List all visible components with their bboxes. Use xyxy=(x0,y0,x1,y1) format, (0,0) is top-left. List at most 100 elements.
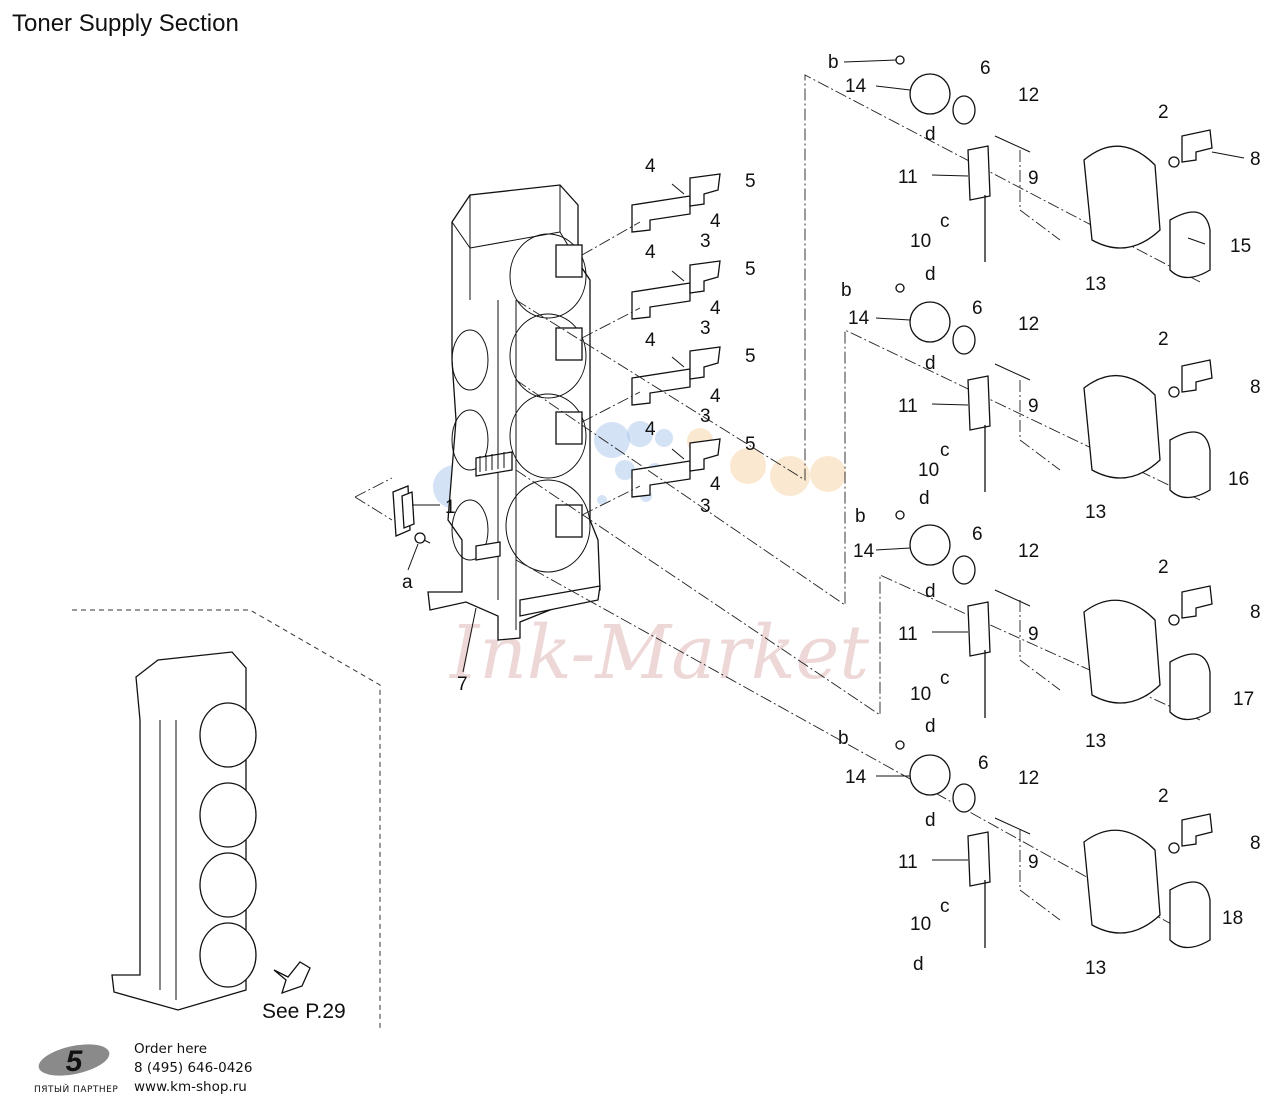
callout-8-4: 8 xyxy=(1250,833,1261,854)
callout-11-2: 11 xyxy=(898,396,918,417)
callout-16: 16 xyxy=(1228,469,1249,490)
callout-7: 7 xyxy=(457,674,468,695)
callout-5-set1: 5 xyxy=(745,171,756,192)
see-page-reference: See P.29 xyxy=(262,1000,346,1023)
logo-glyph: 5 xyxy=(66,1045,84,1078)
page-title: Toner Supply Section xyxy=(12,10,239,37)
callout-10-3: 10 xyxy=(910,684,931,705)
callout-17: 17 xyxy=(1233,689,1254,710)
callout-c-4: c xyxy=(940,896,950,917)
callout-c-3: c xyxy=(940,668,950,689)
phone-number[interactable]: 8 (495) 646-0426 xyxy=(134,1060,253,1076)
callout-11-1: 11 xyxy=(898,167,918,188)
callout-10-4: 10 xyxy=(910,914,931,935)
callout-4-set2: 4 xyxy=(710,298,721,319)
callout-15: 15 xyxy=(1230,236,1251,257)
callout-c-2: c xyxy=(940,440,950,461)
clip-set-3 xyxy=(631,346,721,406)
callout-6-2: 6 xyxy=(972,298,983,319)
callout-13-1: 13 xyxy=(1085,274,1106,295)
callout-5-set2: 5 xyxy=(745,259,756,280)
callout-9-1: 9 xyxy=(1028,168,1039,189)
callout-14-2: 14 xyxy=(848,308,870,329)
callout-d-1b: d xyxy=(925,264,936,285)
callout-9-3: 9 xyxy=(1028,624,1039,645)
callout-c-1: c xyxy=(940,211,950,232)
callout-4-set1-top: 4 xyxy=(645,156,656,177)
toner-drive-assembly-2 xyxy=(895,283,1213,499)
callout-12-4: 12 xyxy=(1018,768,1039,789)
screw-a xyxy=(414,532,431,544)
leader-lines xyxy=(407,59,1245,861)
callout-4-set2-top: 4 xyxy=(645,242,656,263)
callout-3-set1: 3 xyxy=(700,231,711,252)
callout-14-1: 14 xyxy=(845,76,867,97)
callout-2-3: 2 xyxy=(1158,557,1169,578)
callout-8-2: 8 xyxy=(1250,377,1261,398)
callout-11-4: 11 xyxy=(898,852,918,873)
callout-9-2: 9 xyxy=(1028,396,1039,417)
callout-d-3b: d xyxy=(925,716,936,737)
callout-1: 1 xyxy=(445,497,456,518)
callout-4-set1: 4 xyxy=(710,211,721,232)
footer-tagline: ПЯТЫЙ ПАРТНЕР xyxy=(34,1085,119,1095)
footer-contact: 5 ПЯТЫЙ ПАРТНЕР Order here 8 (495) 646-0… xyxy=(34,1038,274,1102)
callout-d-4b: d xyxy=(913,954,924,975)
callout-8-1: 8 xyxy=(1250,149,1261,170)
callout-6-4: 6 xyxy=(978,753,989,774)
callout-d-3a: d xyxy=(925,581,936,602)
callout-14-3: 14 xyxy=(853,541,875,562)
callout-18: 18 xyxy=(1222,908,1243,929)
callout-4-set4: 4 xyxy=(710,474,721,495)
callout-12-2: 12 xyxy=(1018,314,1039,335)
toner-drive-assembly-3 xyxy=(895,510,1213,721)
callout-9-4: 9 xyxy=(1028,852,1039,873)
clip-set-1 xyxy=(631,173,721,233)
callout-4-set3: 4 xyxy=(710,386,721,407)
callout-a: a xyxy=(402,572,413,593)
toner-drive-assembly-1 xyxy=(895,55,1213,279)
footer-text: Order here 8 (495) 646-0426 www.km-shop.… xyxy=(134,1040,252,1097)
callout-b-1: b xyxy=(828,52,839,73)
callout-10-1: 10 xyxy=(910,231,931,252)
callout-d-2a: d xyxy=(925,353,936,374)
callout-8-3: 8 xyxy=(1250,602,1261,623)
callout-13-4: 13 xyxy=(1085,958,1106,979)
part-1-bracket xyxy=(392,485,440,537)
callout-13-2: 13 xyxy=(1085,502,1106,523)
clip-set-2 xyxy=(631,260,721,320)
callout-10-2: 10 xyxy=(918,460,939,481)
callout-3-set2: 3 xyxy=(700,318,711,339)
callout-5-set3: 5 xyxy=(745,346,756,367)
callout-6-3: 6 xyxy=(972,524,983,545)
callout-d-1a: d xyxy=(925,124,936,145)
callout-12-1: 12 xyxy=(1018,85,1039,106)
callout-4-set4-top: 4 xyxy=(645,419,656,440)
callout-b-2: b xyxy=(841,280,852,301)
callout-labels: 1 a 7 4 5 4 3 4 5 4 3 4 5 4 3 4 5 4 3 b … xyxy=(402,52,1261,979)
callout-14-4: 14 xyxy=(845,767,867,788)
callout-2-2: 2 xyxy=(1158,329,1169,350)
toner-drive-assembly-4 xyxy=(895,740,1213,949)
callout-2-1: 2 xyxy=(1158,102,1169,123)
callout-3-set4: 3 xyxy=(700,496,711,517)
callout-13-3: 13 xyxy=(1085,731,1106,752)
inset-view xyxy=(72,609,381,1030)
callout-d-4a: d xyxy=(925,810,936,831)
partner-logo: 5 xyxy=(38,1044,110,1078)
toner-frame-assembly xyxy=(427,184,601,641)
callout-5-set4: 5 xyxy=(745,434,756,455)
callout-4-set3-top: 4 xyxy=(645,330,656,351)
callout-b-4: b xyxy=(838,728,849,749)
order-here-label: Order here xyxy=(134,1041,208,1057)
callout-d-2b: d xyxy=(919,488,930,509)
callout-6-1: 6 xyxy=(980,58,991,79)
callout-2-4: 2 xyxy=(1158,786,1169,807)
callout-3-set3: 3 xyxy=(700,406,711,427)
callout-b-3: b xyxy=(855,506,866,527)
assembly-guide-lines xyxy=(354,74,1201,941)
website-link[interactable]: www.km-shop.ru xyxy=(134,1079,247,1095)
callout-12-3: 12 xyxy=(1018,541,1039,562)
